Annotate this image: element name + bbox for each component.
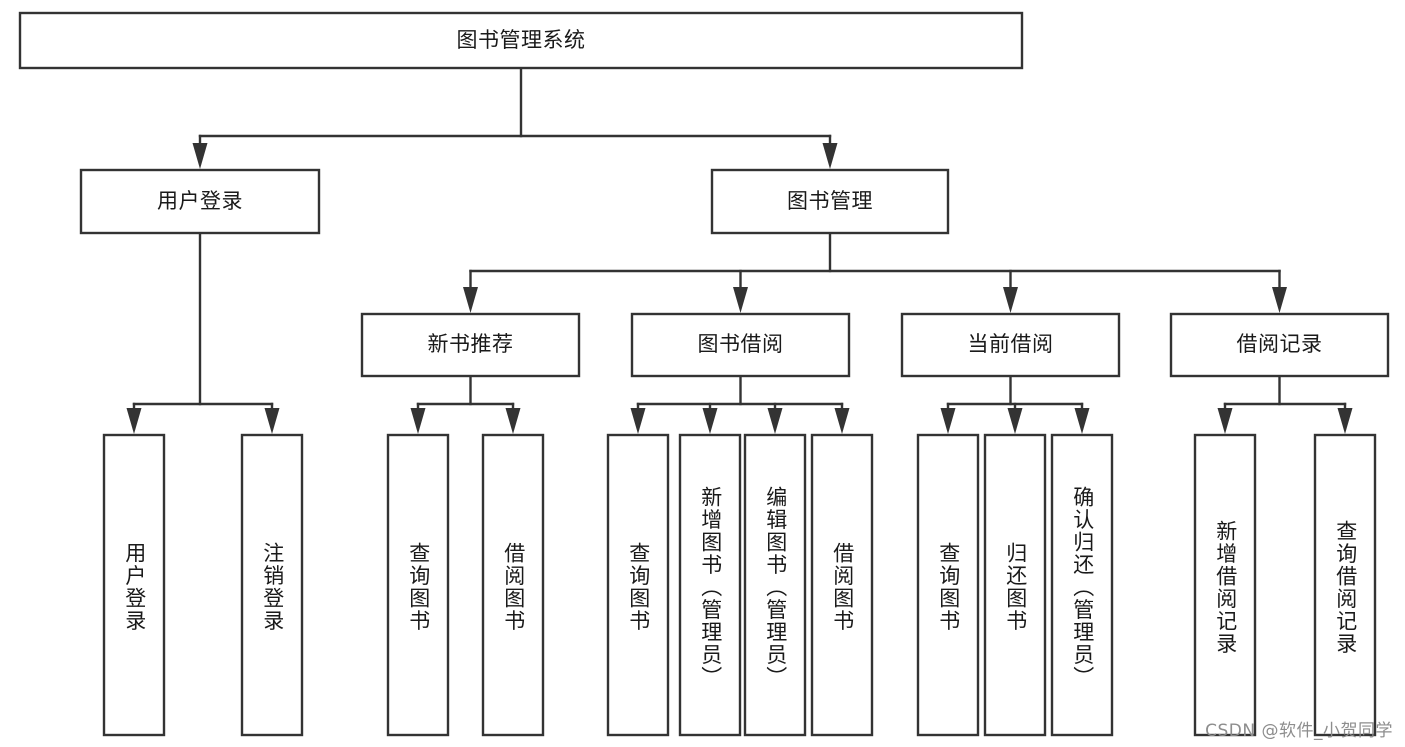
node-box-c2 <box>983 433 1047 737</box>
node-box-b2 <box>678 433 742 737</box>
arrow-head <box>733 287 748 313</box>
arrow-head <box>834 408 850 434</box>
node-box-current <box>900 312 1121 378</box>
node-box-borrow <box>630 312 851 378</box>
arrow-head <box>410 408 426 434</box>
arrow-head <box>822 143 838 169</box>
node-box-r1 <box>1193 433 1257 737</box>
node-box-b4 <box>810 433 874 737</box>
arrow-head <box>940 408 956 434</box>
arrow-head <box>1007 408 1023 434</box>
arrow-head <box>1074 408 1090 434</box>
arrow-head <box>126 408 142 434</box>
node-box-n2 <box>481 433 545 737</box>
arrow-head <box>1003 287 1018 313</box>
boxes-layer <box>18 11 1390 737</box>
node-box-r2 <box>1313 433 1377 737</box>
node-box-login <box>79 168 321 235</box>
edges-layer <box>126 66 1353 434</box>
arrow-head <box>505 408 521 434</box>
arrow-head <box>1272 287 1287 313</box>
arrow-head <box>767 408 783 434</box>
arrow-head <box>630 408 646 434</box>
node-box-bookmgmt <box>710 168 950 235</box>
node-box-c1 <box>916 433 980 737</box>
arrow-head <box>264 408 280 434</box>
arrow-head <box>1217 408 1233 434</box>
node-box-b1 <box>606 433 670 737</box>
node-box-newbook <box>360 312 581 378</box>
arrow-head <box>1337 408 1353 434</box>
node-box-n1 <box>386 433 450 737</box>
watermark-text: CSDN @软件_小贺同学 <box>1205 721 1393 741</box>
node-box-l1 <box>102 433 166 737</box>
node-box-l2 <box>240 433 304 737</box>
node-box-b3 <box>743 433 807 737</box>
node-box-c3 <box>1050 433 1114 737</box>
arrow-head <box>702 408 718 434</box>
node-box-record <box>1169 312 1390 378</box>
arrow-head <box>192 143 208 169</box>
node-box-root <box>18 11 1024 70</box>
arrow-head <box>463 287 478 313</box>
